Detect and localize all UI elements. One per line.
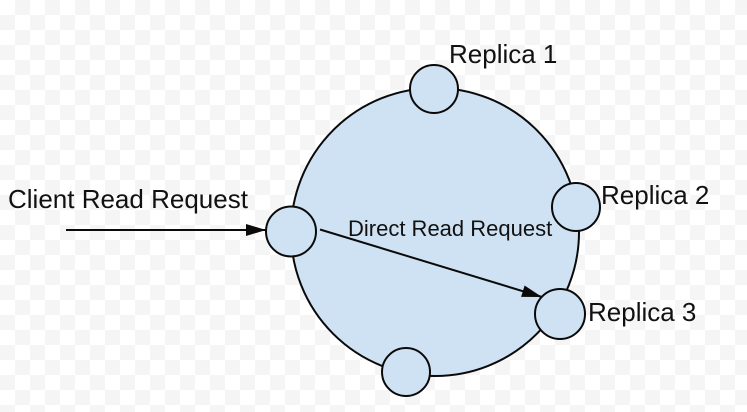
replica-3-label: Replica 3 [588, 297, 697, 327]
node-bottom [381, 347, 431, 397]
replica-1-label: Replica 1 [449, 39, 558, 69]
node-replica-3 [534, 288, 586, 340]
node-replica-2 [551, 182, 601, 232]
direct-read-request-label: Direct Read Request [348, 216, 553, 241]
client-read-request-label: Client Read Request [8, 184, 248, 214]
node-left-coordinator [265, 205, 317, 258]
direct-read-arrow [319, 228, 543, 298]
node-replica-1 [409, 64, 459, 114]
replica-2-label: Replica 2 [601, 180, 710, 210]
